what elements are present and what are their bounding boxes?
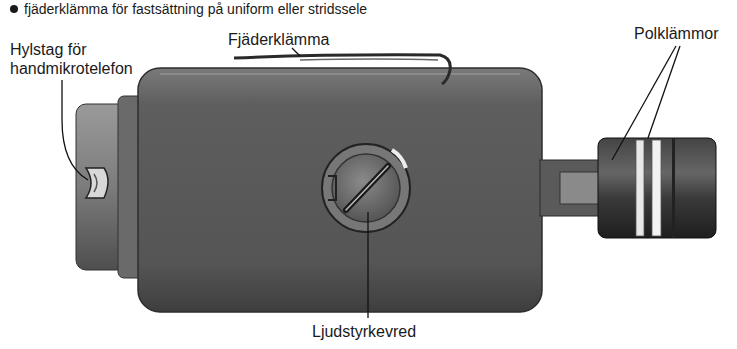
- spring-clip: [234, 55, 450, 84]
- leader-lines: [62, 46, 680, 318]
- part-name: Polklämmor: [634, 24, 718, 43]
- terminal-clamps: [540, 138, 716, 238]
- part-name: Fjäderklämma: [228, 30, 329, 49]
- note-text: fjäderklämma för fastsättning på uniform…: [24, 0, 367, 19]
- housing: [138, 68, 542, 312]
- volume-knob: [322, 144, 410, 232]
- handset-socket: [76, 96, 148, 278]
- part-name: Ljudstyrkevred: [312, 322, 416, 341]
- bullet: [10, 5, 18, 13]
- part-name: Hylstag för handmikrotelefon: [10, 40, 160, 78]
